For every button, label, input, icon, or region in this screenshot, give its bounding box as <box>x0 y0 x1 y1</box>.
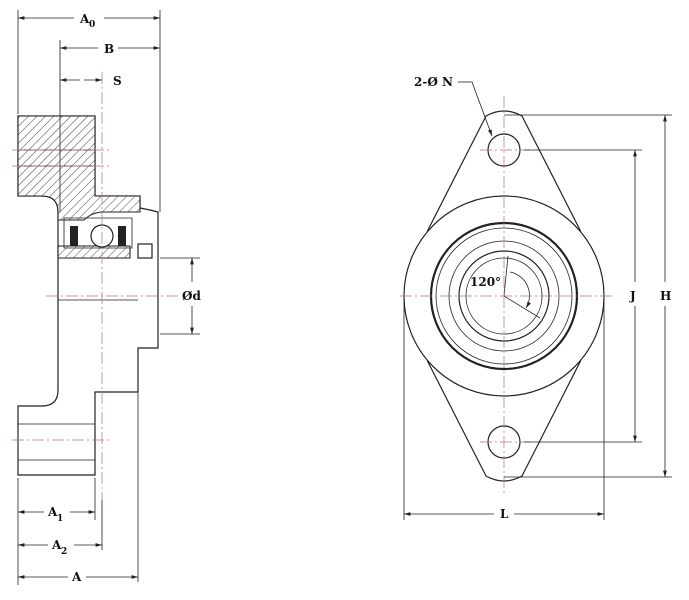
front-view: 120° 2-Ø N J H L <box>400 75 672 521</box>
dim-label-d: Ød <box>182 289 201 303</box>
dim-label-a: A <box>71 570 82 584</box>
dim-label-j: J <box>629 289 636 303</box>
dim-label-a0-sub: 0 <box>89 20 95 30</box>
seal-left <box>70 226 78 246</box>
set-screw <box>137 243 153 259</box>
dim-label-a1-sub: 1 <box>57 514 63 524</box>
dim-label-a2: A <box>51 538 62 552</box>
dim-label-h: H <box>660 289 671 303</box>
dim-label-a1: A <box>47 505 58 519</box>
bolt-hole-label: 2-Ø N <box>414 75 453 89</box>
side-view: A 0 B S Ød A 1 A 2 A <box>12 10 201 585</box>
bearing-race <box>63 217 133 249</box>
dim-label-l: L <box>500 507 509 521</box>
seal-right <box>118 226 126 246</box>
dim-label-a0: A <box>79 12 90 26</box>
flange-section-hatch <box>17 115 141 221</box>
dim-label-b: B <box>104 42 114 56</box>
dim-label-s: S <box>113 74 122 88</box>
dim-label-a2-sub: 2 <box>61 547 67 557</box>
angle-label: 120° <box>470 275 501 289</box>
